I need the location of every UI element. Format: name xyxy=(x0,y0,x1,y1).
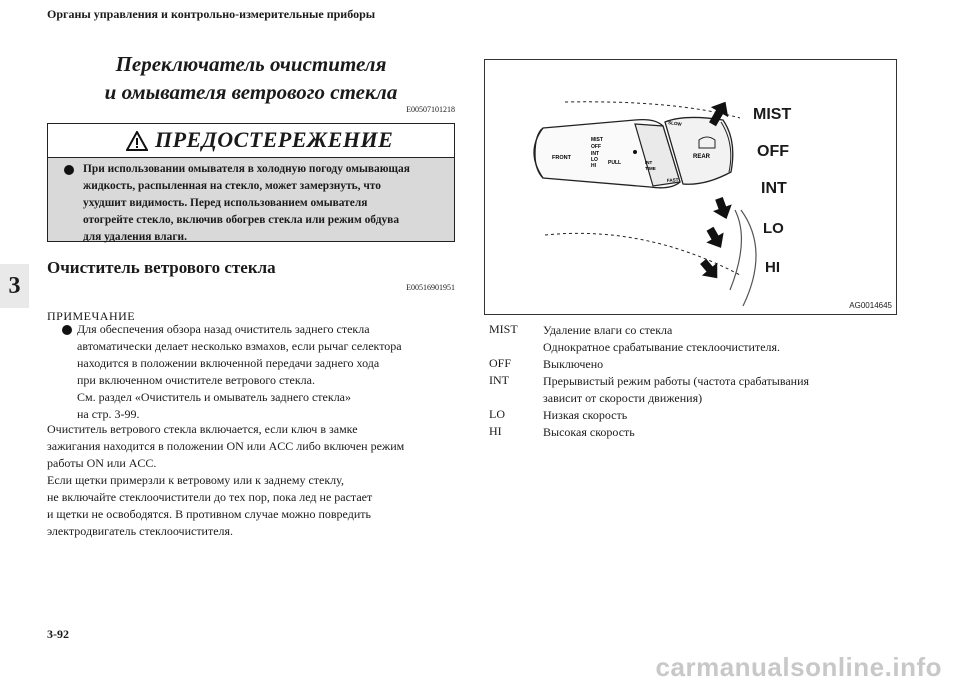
stalk-label-mist: MIST xyxy=(591,137,603,143)
warning-header: ПРЕДОСТЕРЕЖЕНИЕ xyxy=(48,124,454,158)
definition-value: Выключено xyxy=(543,357,604,371)
title-code: E00507101218 xyxy=(406,105,455,114)
page-number: 3-92 xyxy=(47,627,69,641)
wiper-switch-figure: REAR FRONT MIST OFF INT LO HI PULL INT T… xyxy=(484,59,897,315)
wiper-stalk-illustration: REAR FRONT MIST OFF INT LO HI PULL INT T… xyxy=(533,101,757,307)
definition-key: HI xyxy=(489,424,502,438)
stalk-label-fast: FAST xyxy=(667,177,679,183)
stalk-label-off: OFF xyxy=(591,144,601,150)
stalk-label-rear: REAR xyxy=(693,154,711,160)
stalk-label-int-time: INT xyxy=(645,160,653,165)
definition-value: Низкая скорость xyxy=(543,408,628,422)
arrow-up-mist-icon xyxy=(709,101,729,127)
warning-box: ПРЕДОСТЕРЕЖЕНИЕ При использовании омыват… xyxy=(47,123,455,243)
definition-key: LO xyxy=(489,407,505,421)
position-label-off: OFF xyxy=(757,143,789,160)
stalk-label-int: INT xyxy=(591,151,599,157)
definition-value: Высокая скорость xyxy=(543,425,635,439)
stalk-label-int-time-2: TIME xyxy=(645,166,656,171)
arrow-down-lo-icon xyxy=(706,226,724,248)
note-label: ПРИМЕЧАНИЕ xyxy=(47,309,136,323)
page-title-text: Переключатель очистителя и омывателя вет… xyxy=(104,52,398,104)
bullet-icon xyxy=(64,165,74,175)
chapter-tab: 3 xyxy=(0,264,29,308)
section-code: E00516901951 xyxy=(406,283,455,292)
arrow-down-int-icon xyxy=(712,196,732,220)
stalk-label-slow: SLOW xyxy=(668,120,683,127)
definition-value: Прерывистый режим работы (частота срабат… xyxy=(543,374,810,405)
definition-value: Удаление влаги со стекла Однократное сра… xyxy=(543,323,781,354)
stalk-label-front: FRONT xyxy=(552,155,572,161)
position-label-hi: HI xyxy=(765,259,780,276)
stalk-label-hi: HI xyxy=(591,163,597,169)
stalk-label-lo: LO xyxy=(591,157,598,163)
bullet-icon xyxy=(62,325,72,335)
figure-code: AG0014645 xyxy=(849,301,892,310)
warning-title: ПРЕДОСТЕРЕЖЕНИЕ xyxy=(155,127,394,152)
note-text: Для обеспечения обзора назад очиститель … xyxy=(77,322,402,421)
warning-text: При использовании омывателя в холодную п… xyxy=(83,163,410,243)
body-paragraph: Очиститель ветрового стекла включается, … xyxy=(47,422,405,538)
warning-body: При использовании омывателя в холодную п… xyxy=(48,158,454,243)
definition-key: MIST xyxy=(489,322,518,336)
definition-key: OFF xyxy=(489,356,512,370)
section-title: Очиститель ветрового стекла xyxy=(47,258,276,277)
stalk-label-pull: PULL xyxy=(608,160,621,166)
warning-triangle-icon xyxy=(126,131,148,151)
running-header: Органы управления и контрольно-измерител… xyxy=(47,7,376,21)
position-label-mist: MIST xyxy=(753,106,792,123)
definition-key: INT xyxy=(489,373,509,387)
watermark: carmanualsonline.info xyxy=(655,652,942,682)
arrow-down-hi-icon xyxy=(700,258,718,279)
position-label-int: INT xyxy=(761,180,787,197)
position-label-lo: LO xyxy=(763,220,784,237)
page-title: Переключатель очистителя и омывателя вет… xyxy=(47,50,455,106)
